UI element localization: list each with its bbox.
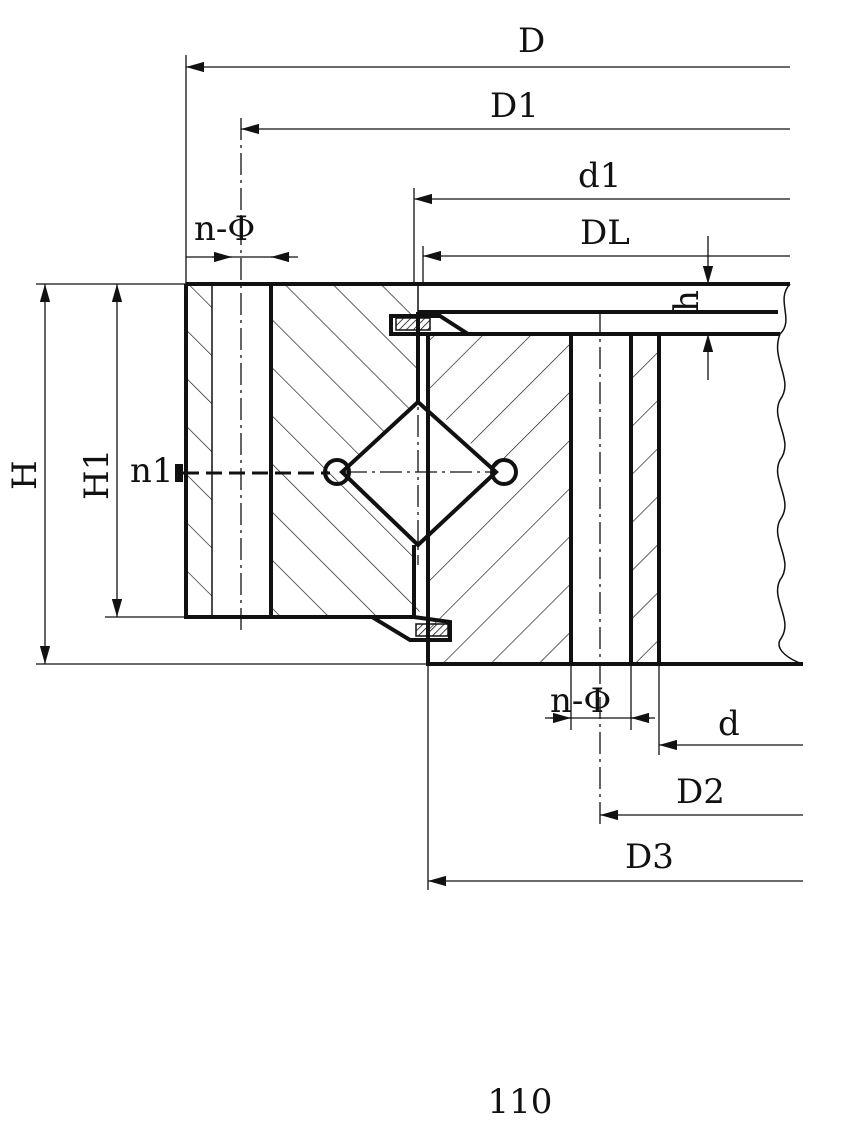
top-seal [389,314,475,336]
label-n-phi-top: n-Φ [194,209,255,249]
label-H1: H1 [77,449,117,500]
label-H: H [5,460,45,490]
label-D1: D1 [490,86,539,126]
page-number: 110 [487,1082,553,1122]
bottom-seal [364,615,452,642]
label-D2: D2 [676,772,725,812]
top-flange [186,282,804,665]
label-d: d [718,704,740,744]
label-D: D [518,21,545,61]
label-DL: DL [580,213,630,253]
grease-nipple [175,464,330,482]
label-n-phi-bottom: n-Φ [550,681,611,721]
label-D3: D3 [625,837,674,877]
raceway [323,312,518,617]
label-n1: n1 [130,451,174,491]
inner-ring [426,334,803,666]
dimension-lines [36,55,803,890]
label-d1: d1 [578,156,621,196]
label-h: h [667,290,707,312]
